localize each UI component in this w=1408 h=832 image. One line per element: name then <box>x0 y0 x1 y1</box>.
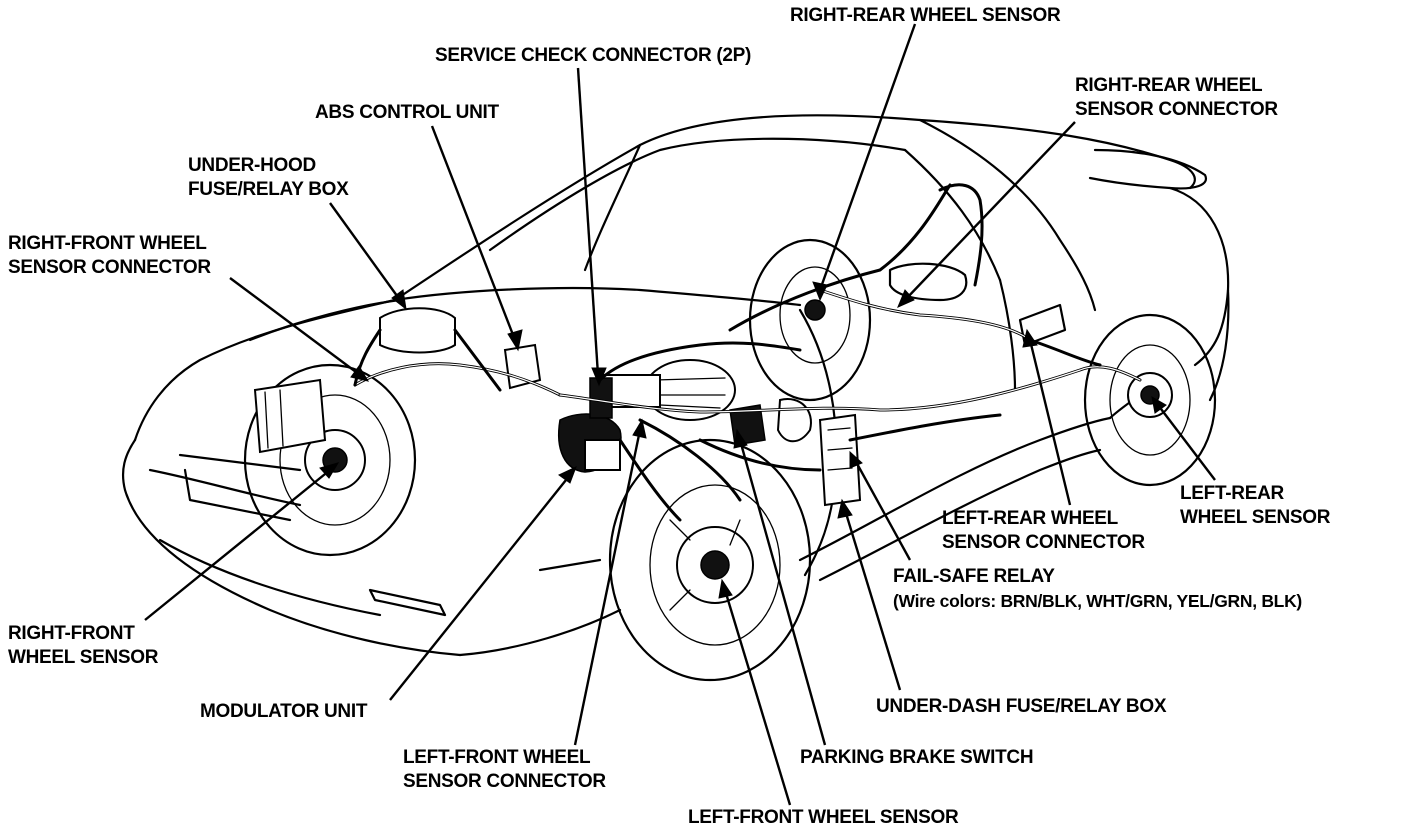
right-rear-wheel <box>748 238 872 402</box>
left-front-wheel <box>608 438 812 682</box>
abs-wiring-harness <box>353 183 1142 522</box>
label-fail-safe-relay: FAIL-SAFE RELAY (Wire colors: BRN/BLK, W… <box>893 566 1302 611</box>
label-left-rear-wheel-sensor-connector: LEFT-REAR WHEEL SENSOR CONNECTOR <box>942 508 1145 553</box>
battery <box>253 378 327 454</box>
label-abs-control-unit: ABS CONTROL UNIT <box>315 102 499 123</box>
label-left-front-wheel-sensor-connector: LEFT-FRONT WHEEL SENSOR CONNECTOR <box>403 747 606 792</box>
under-dash-fuse-relay-box <box>818 413 862 507</box>
label-right-front-wheel-sensor-connector: RIGHT-FRONT WHEEL SENSOR CONNECTOR <box>8 233 211 278</box>
label-right-front-wheel-sensor: RIGHT-FRONT WHEEL SENSOR <box>8 623 159 668</box>
label-right-rear-wheel-sensor-connector: RIGHT-REAR WHEEL SENSOR CONNECTOR <box>1075 75 1278 120</box>
abs-control-unit <box>503 343 542 390</box>
label-left-rear-wheel-sensor: LEFT-REAR WHEEL SENSOR <box>1180 483 1331 528</box>
label-modulator-unit: MODULATOR UNIT <box>200 701 368 722</box>
label-left-front-wheel-sensor: LEFT-FRONT WHEEL SENSOR <box>688 807 959 828</box>
label-parking-brake-switch: PARKING BRAKE SWITCH <box>800 747 1034 768</box>
label-under-hood-fuse-relay-box: UNDER-HOOD FUSE/RELAY BOX <box>188 155 349 200</box>
master-cylinder <box>589 374 661 419</box>
modulator-unit <box>558 413 622 473</box>
under-hood-fuse-relay-box <box>379 307 456 354</box>
right-front-wheel <box>243 363 417 557</box>
leader-lines <box>144 23 1216 806</box>
label-service-check-connector: SERVICE CHECK CONNECTOR (2P) <box>435 45 752 66</box>
label-under-dash-fuse-relay-box: UNDER-DASH FUSE/RELAY BOX <box>876 696 1167 717</box>
left-rear-wheel <box>1083 313 1217 487</box>
label-right-rear-wheel-sensor: RIGHT-REAR WHEEL SENSOR <box>790 5 1061 26</box>
